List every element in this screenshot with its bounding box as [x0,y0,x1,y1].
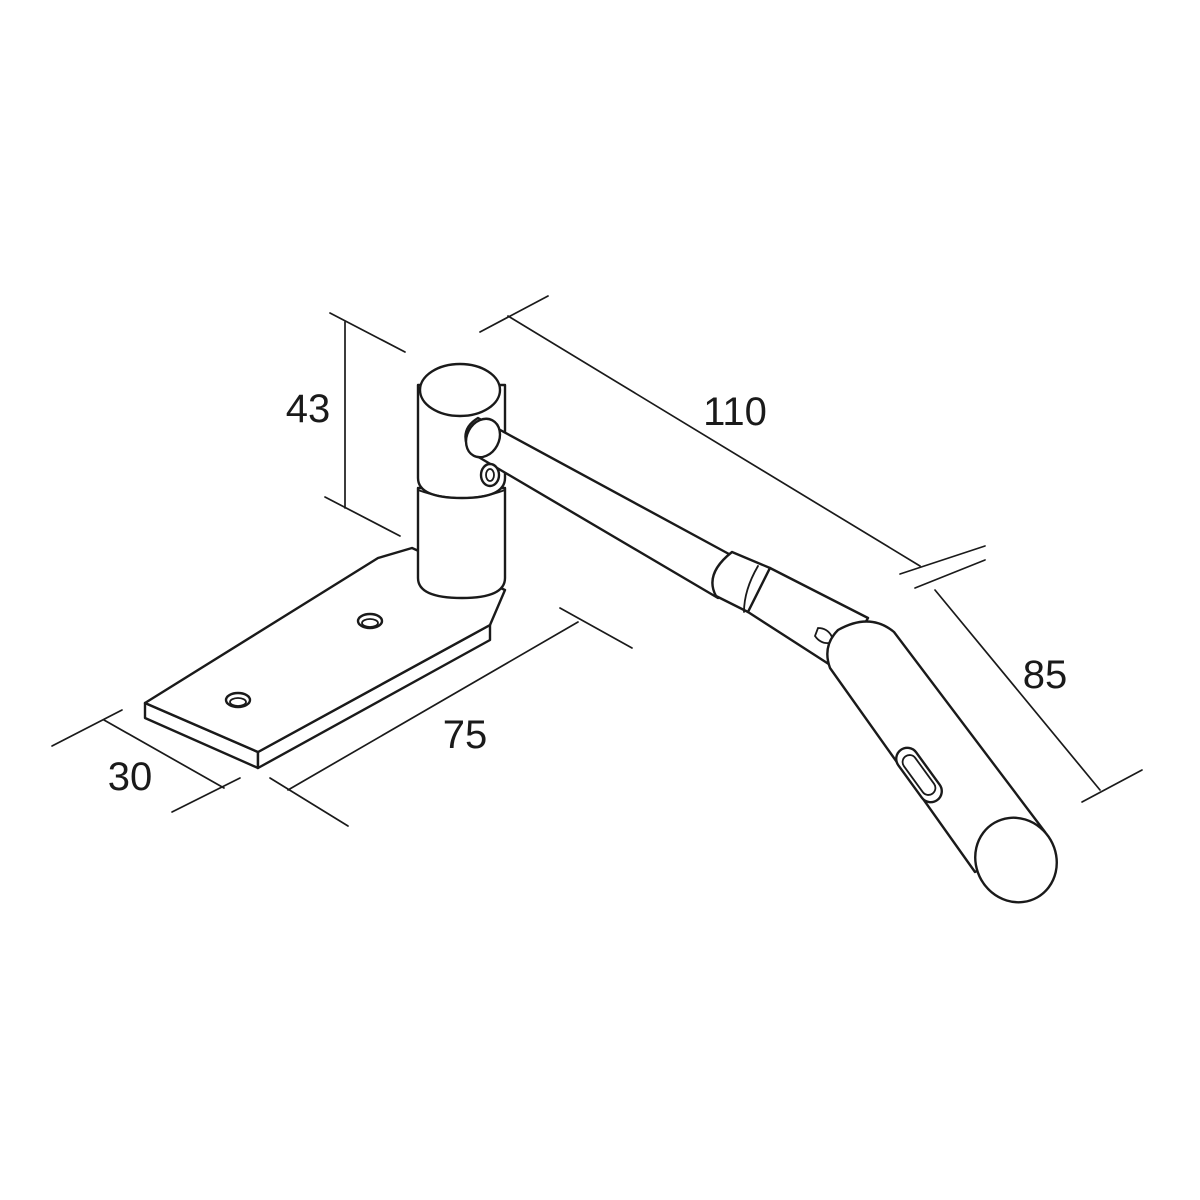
head-ext-bottom [1081,769,1143,803]
dimension-base-length: 75 [269,607,633,827]
post-joint-ring [417,489,506,499]
arm-joint-line [743,565,759,613]
mounting-hole-front-inner [229,697,247,707]
base-length-ext-right [559,607,633,649]
lamp-head [826,620,1058,904]
arm-coupler [711,550,772,614]
post-top-cap [418,362,502,418]
base-length-ext-left [269,777,349,827]
set-screw-slot [485,468,495,482]
arm-dim-line [507,315,921,567]
arm-length-label: 110 [703,390,767,434]
switch-slot-outer [895,746,943,804]
mounting-hole-back [356,612,384,630]
base-width-dim-line [103,719,225,789]
switch-slot-inner [901,754,937,796]
base-plate [143,546,507,770]
height-ext-top [329,312,406,353]
dimension-head-length: 85 [914,559,1143,803]
post-lower-body [416,486,507,600]
height-label: 43 [286,387,331,431]
base-length-label: 75 [443,713,488,757]
mounting-hole-front [224,691,252,709]
arm-ext-right [899,545,986,575]
base-length-dim-line [287,621,579,791]
dimension-height: 43 [286,312,406,537]
height-ext-bottom [324,496,401,537]
arm-rod [464,416,742,600]
set-screw [479,462,501,488]
dimension-arm-length: 110 [479,295,986,575]
lamp-head-lens [974,816,1058,904]
arm [464,416,870,672]
arm-rod-end [464,417,502,459]
base-width-ext-bottom [171,777,241,813]
head-ext-top [914,559,986,589]
dimension-base-width: 30 [51,709,241,813]
base-width-label: 30 [108,755,153,799]
mounting-hole-back-inner [361,618,379,628]
head-dim-line [934,589,1101,791]
head-length-label: 85 [1023,653,1068,697]
base-width-ext-top [51,709,123,747]
arm-ext-left [479,295,549,333]
